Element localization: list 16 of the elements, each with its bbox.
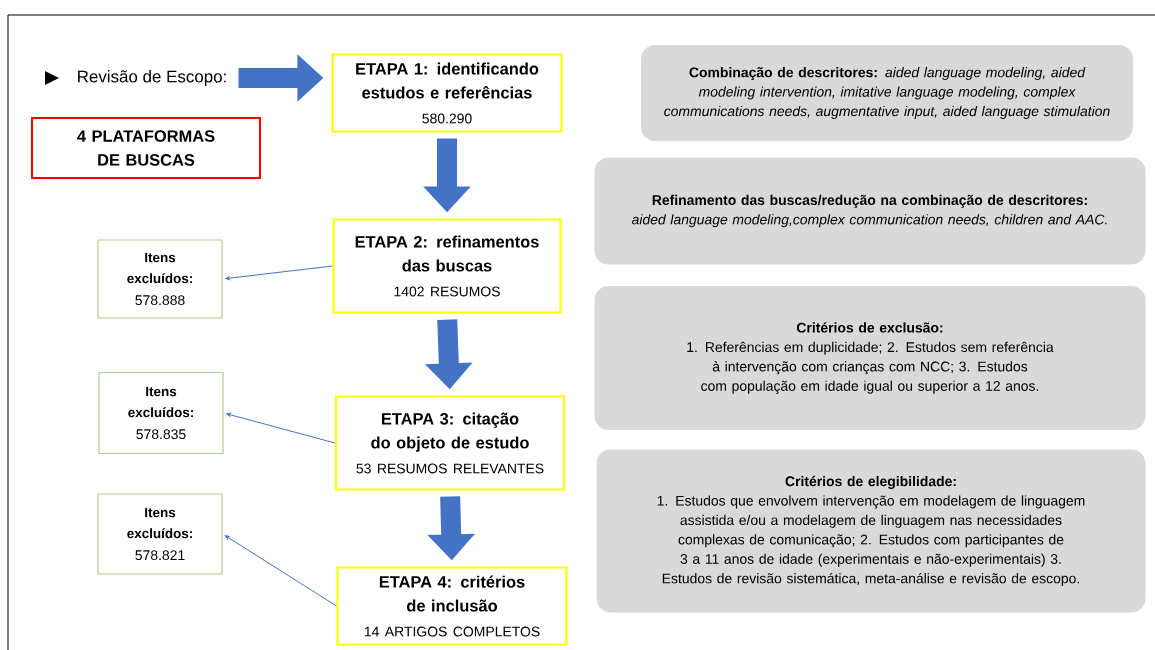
criteria-box: Critérios de elegibilidade: 1. Estudos que envolvem intervenção em modelagem de linguagem assistida e/ou a modelagem de linguagem nas necessidades complexas de comunicação; 2. Estudos com participantes de 3 a 11 anos de idade (experimentais e não-experimentais) 3. Estudos de revisão sistemática, meta-análise e revisão de escopo.: [596, 449, 1146, 613]
excluded-box: Itens excluídos: 578.835: [98, 371, 224, 455]
step-box: ETAPA 1: identificando estudos e referências 580.290: [331, 53, 563, 133]
platform-box: 4 PLATAFORMAS DE BUSCAS: [31, 117, 261, 179]
label-text: Revisão de Escopo:: [78, 70, 226, 86]
step-box: ETAPA 4: critérios de inclusão 14 ARTIGOS COMPLETOS: [336, 566, 568, 646]
arrow: [225, 265, 333, 281]
criteria-box: Refinamento das buscas/redução na combinação de descritores: aided language modeling,complex communication needs, children and AAC.: [594, 157, 1146, 265]
step-box: ETAPA 3: citação do objeto de estudo 53 RESUMOS RELEVANTES: [334, 395, 566, 491]
criteria-box: Critérios de exclusão: 1. Referências em duplicidade; 2. Estudos sem referência à intervenção com crianças com NCC; 3. Estudos com população em idade igual ou superior a 12 anos.: [594, 286, 1146, 430]
excluded-box: Itens excluídos: 578.821: [97, 493, 223, 575]
criteria-box: Combinação de descritores: aided language modeling, aided modeling intervention, imitative language modeling, complex communications needs, augmentative input, aided language stimulation: [641, 45, 1133, 141]
arrow: [226, 412, 336, 444]
arrow: [224, 535, 337, 607]
excluded-box: Itens excluídos: 578.888: [97, 239, 223, 319]
step-box: ETAPA 2: refinamentos das buscas 1402 RESUMOS: [332, 218, 562, 314]
